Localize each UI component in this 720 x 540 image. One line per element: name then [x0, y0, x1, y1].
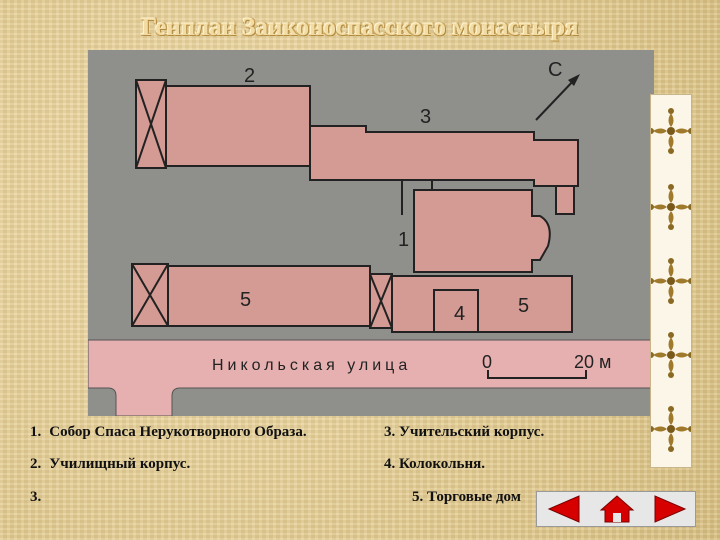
building-4 [433, 289, 479, 333]
forward-button[interactable] [643, 492, 695, 526]
label-building-2: 2 [244, 65, 255, 87]
legend-item-4: 4. Колокольня. [384, 456, 485, 473]
legend-item-2: 2. Училищный корпус. [30, 456, 190, 473]
legend-text: 4. Колокольня. [384, 456, 485, 472]
legend-text: Училищный корпус. [49, 456, 191, 472]
ornament-border [648, 94, 694, 468]
building-3-annex [555, 185, 575, 215]
legend-number: 2. [30, 456, 42, 472]
label-building-5b: 5 [518, 295, 529, 317]
label-building-3: 3 [420, 106, 431, 128]
scale-bar [487, 370, 587, 379]
arrow-left-icon [547, 495, 580, 523]
home-button[interactable] [591, 492, 643, 526]
label-north: С [548, 59, 562, 81]
label-building-5a: 5 [240, 289, 251, 311]
label-street: Никольская улица [212, 357, 411, 374]
legend-item-5: 5. Торговые дом [412, 489, 521, 506]
crossed-section-2 [135, 79, 167, 169]
navigation-bar [536, 491, 696, 527]
legend-text: 5. Торговые дом [412, 489, 521, 505]
site-plan: 2 3 1 5 4 5 С Никольская улица 0 20 м [88, 50, 654, 416]
legend-text: Собор Спаса Нерукотворного Образа. [49, 424, 307, 440]
label-building-4: 4 [454, 303, 465, 325]
building-5-right [391, 275, 573, 333]
legend-number: 1. [30, 424, 42, 440]
label-building-1: 1 [398, 229, 409, 251]
building-2 [165, 85, 311, 167]
legend-text: 3. Учительский корпус. [384, 424, 545, 440]
label-scale-end: 20 м [574, 352, 611, 372]
building-5-left [167, 265, 371, 327]
building-1 [413, 189, 551, 273]
site-plan-drawing: 2 3 1 5 4 5 С Никольская улица 0 20 м [88, 50, 654, 416]
label-scale-zero: 0 [482, 352, 492, 372]
north-arrow [535, 77, 577, 121]
street-area [88, 339, 654, 416]
crossed-section-5a [131, 263, 169, 327]
arrow-right-icon [654, 495, 687, 523]
legend-number: 3. [30, 489, 42, 505]
legend-item-3-left: 3. [30, 489, 41, 506]
crossed-section-5b [369, 273, 393, 329]
legend-item-3: 3. Учительский корпус. [384, 424, 544, 441]
slide-title: Генплан Заиконоспасского монастыря [141, 14, 579, 41]
back-button[interactable] [539, 492, 591, 526]
ornament-cross-icon [648, 108, 694, 452]
building-3 [309, 125, 579, 187]
legend-item-1: 1. Собор Спаса Нерукотворного Образа. [30, 424, 307, 441]
home-icon [599, 495, 635, 523]
